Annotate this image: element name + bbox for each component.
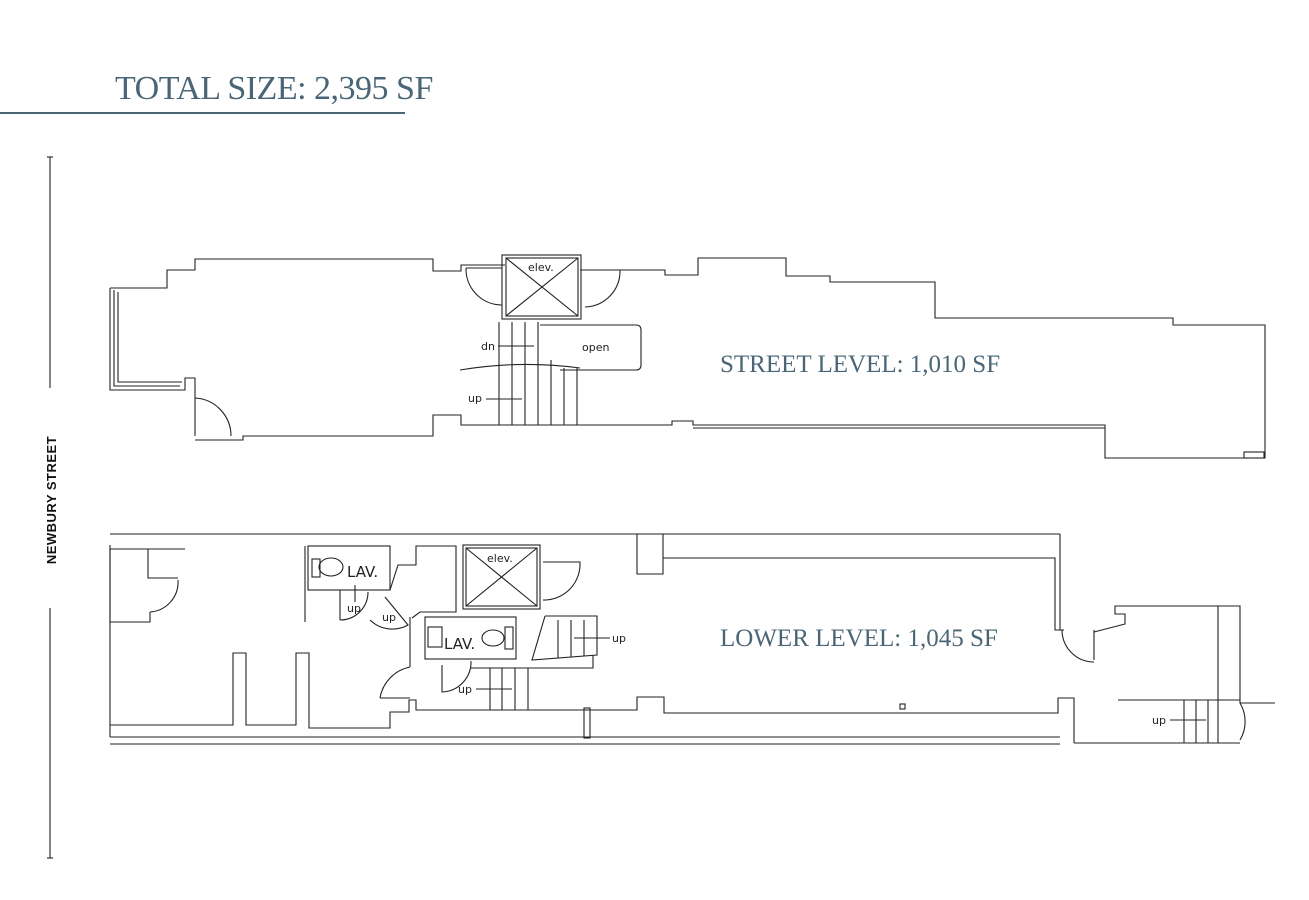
street-level-walls [110, 258, 505, 289]
street-name-label: NEWBURY STREET [44, 436, 59, 564]
lav-label: LAV. [444, 635, 475, 653]
street-level-label: STREET LEVEL: 1,010 SF [720, 351, 1000, 378]
up-label: up [468, 392, 482, 405]
elevator-shaft [501, 254, 582, 320]
title-underline [0, 112, 405, 114]
up-label: up [458, 683, 472, 696]
toilet-icon [318, 557, 344, 577]
open-label: open [582, 341, 609, 354]
lavatory-1 [307, 545, 391, 591]
door-swing [194, 397, 232, 437]
total-size-title: TOTAL SIZE: 2,395 SF [115, 70, 433, 108]
toilet-icon [481, 629, 505, 647]
up-label: up [382, 611, 396, 624]
sink-icon [427, 626, 443, 648]
elevator-shaft [462, 544, 541, 610]
lower-level-plan: up LAV. up up elev. LAV. up [109, 533, 1275, 745]
lower-level-label: LOWER LEVEL: 1,045 SF [720, 625, 998, 652]
down-label: dn [481, 340, 495, 353]
total-size-value: 2,395 SF [314, 70, 433, 107]
up-label: up [1152, 714, 1166, 727]
up-label: up [612, 632, 626, 645]
total-size-label: TOTAL SIZE: [115, 70, 307, 107]
street-axis: NEWBURY STREET [44, 156, 59, 859]
up-label: up [347, 602, 361, 615]
lavatory-2 [424, 616, 517, 660]
lav-label: LAV. [347, 563, 378, 581]
street-level-plan: elev. dn open up STREET LEVEL: 1,010 SF [109, 254, 1266, 459]
elevator-label: elev. [528, 261, 554, 274]
stairs [459, 322, 642, 425]
elevator-label: elev. [487, 552, 513, 565]
